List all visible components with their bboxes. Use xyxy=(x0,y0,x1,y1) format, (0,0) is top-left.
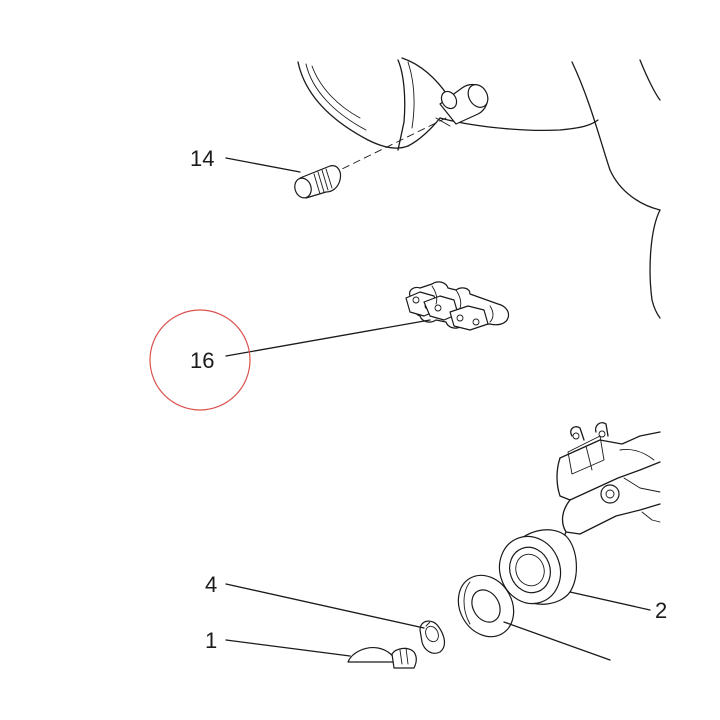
part-14-pin xyxy=(294,165,342,199)
leader-lines xyxy=(225,157,651,661)
callout-2: 2 xyxy=(655,598,667,623)
leader-2 xyxy=(569,591,651,611)
callout-4: 4 xyxy=(205,572,217,597)
callout-1: 1 xyxy=(205,628,217,653)
leader-1 xyxy=(225,639,351,657)
callout-16: 16 xyxy=(190,348,214,373)
leader-4 xyxy=(225,583,425,629)
callout-14: 14 xyxy=(190,146,214,171)
part-4-spring-pin xyxy=(419,620,446,654)
leader-14 xyxy=(225,157,301,173)
housing-cover xyxy=(297,57,661,319)
washer xyxy=(457,574,515,638)
part-16-chain-link xyxy=(405,281,510,331)
highlight-circle xyxy=(149,309,251,411)
leader-16 xyxy=(225,319,431,357)
bracket-assembly xyxy=(556,422,661,547)
leader-washer xyxy=(503,621,611,661)
part-2-roller xyxy=(498,529,577,605)
part-1-bolt xyxy=(347,647,417,669)
